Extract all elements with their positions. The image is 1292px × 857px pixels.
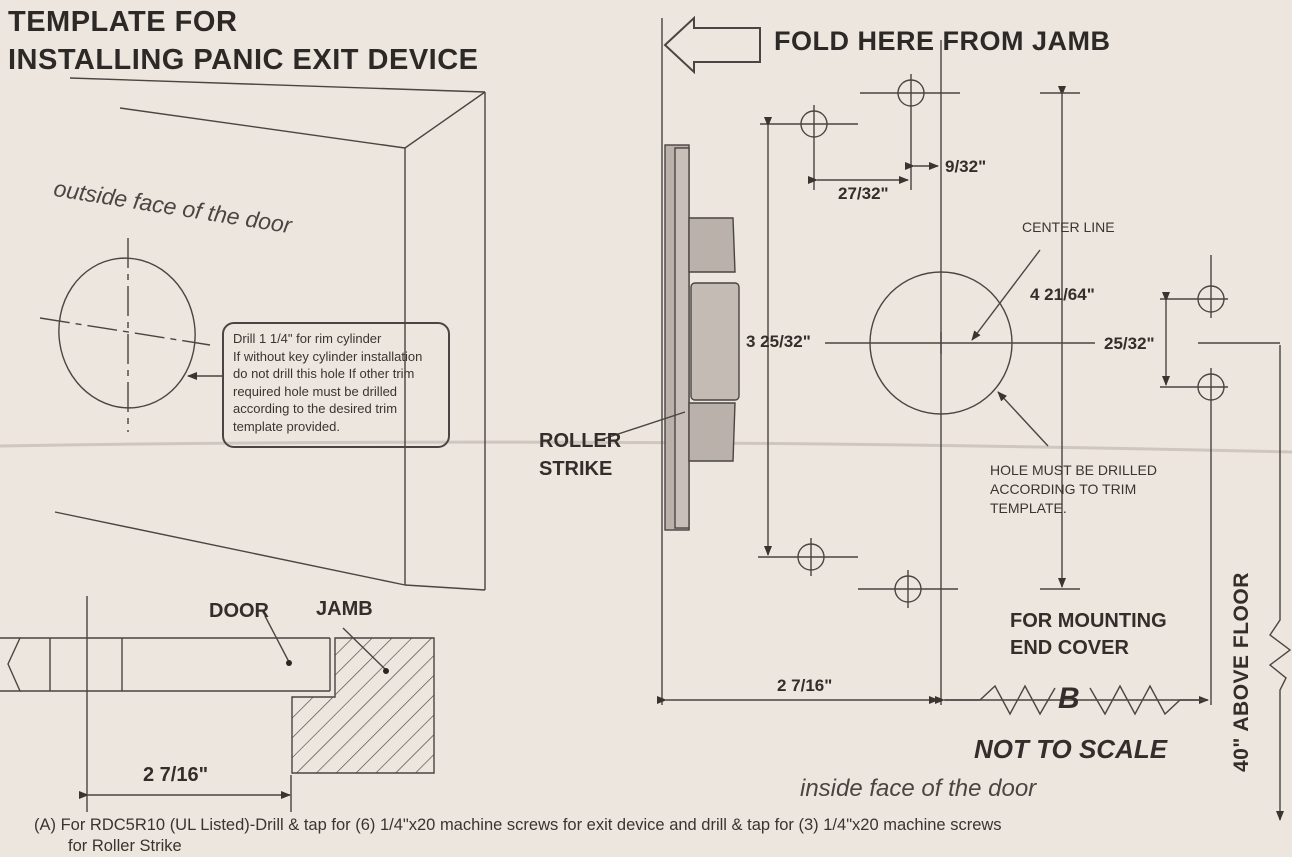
section-dimension: 2 7/16" [143, 764, 209, 786]
hole-note-line: TEMPLATE. [990, 500, 1067, 516]
jamb-label: JAMB [316, 598, 373, 620]
hole-note-line: ACCORDING TO TRIM [990, 481, 1137, 497]
note-line: according to the desired trim [233, 401, 398, 416]
note-line: Drill 1 1/4" for rim cylinder [233, 331, 382, 346]
roller-strike [664, 144, 740, 531]
roller-strike-label-1: ROLLER [539, 430, 622, 452]
note-line: template provided. [233, 418, 340, 434]
dim-3-25-32: 3 25/32" [746, 332, 811, 351]
inside-face-label: inside face of the door [800, 775, 1037, 802]
screw-holes [758, 74, 1228, 705]
title-line-1: TEMPLATE FOR [8, 6, 238, 38]
paper-fold-crease [0, 440, 1292, 454]
dim-4-21-64: 4 21/64" [1030, 285, 1095, 304]
dim-b-label: B [1058, 682, 1080, 715]
door-perspective [54, 77, 486, 591]
mounting-note-line: FOR MOUNTING [1010, 610, 1167, 632]
hole-note-line: HOLE MUST BE DRILLED [990, 462, 1158, 478]
footer-note-line-2: for Roller Strike [68, 837, 182, 855]
note-line: do not drill this hole If other trim [233, 366, 415, 381]
fold-label: FOLD HERE FROM JAMB [774, 26, 1111, 56]
door-jamb-section [0, 596, 435, 812]
roller-strike-label-2: STRIKE [539, 458, 613, 480]
footer-note-line-1: (A) For RDC5R10 (UL Listed)-Drill & tap … [34, 816, 1002, 834]
dim-2-7-16: 2 7/16" [777, 676, 833, 695]
dim-27-32: 27/32" [838, 184, 889, 203]
not-to-scale-label: NOT TO SCALE [974, 734, 1168, 764]
rim-cylinder-hole [39, 238, 211, 432]
rim-cylinder-note: Drill 1 1/4" for rim cylinder If without… [222, 322, 450, 448]
center-line-label: CENTER LINE [1022, 219, 1115, 235]
dim-9-32: 9/32" [945, 157, 987, 176]
fold-arrow [663, 15, 761, 75]
dim-25-32: 25/32" [1104, 334, 1155, 353]
note-line: If without key cylinder installation [233, 348, 423, 364]
mounting-note-line: END COVER [1010, 637, 1129, 659]
title-line-2: INSTALLING PANIC EXIT DEVICE [8, 44, 479, 76]
door-label: DOOR [209, 600, 269, 622]
floor-height-label: 40" ABOVE FLOOR [1230, 572, 1253, 772]
note-line: required hole must be drilled [233, 383, 398, 399]
